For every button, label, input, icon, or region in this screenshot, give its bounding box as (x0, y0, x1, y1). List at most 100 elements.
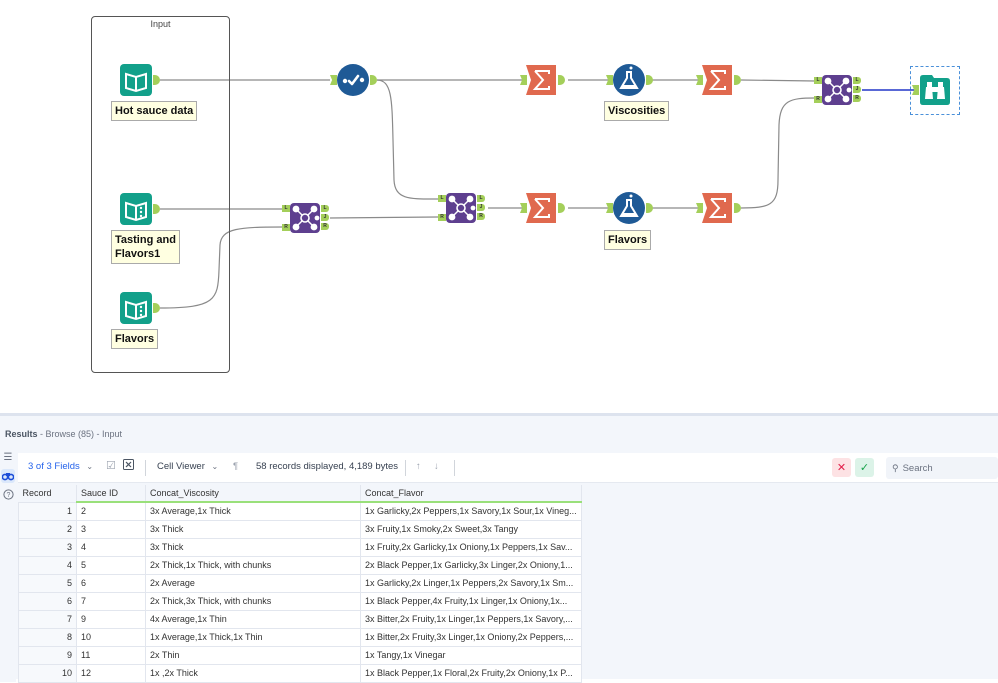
check-icon[interactable]: ✓ (855, 458, 874, 477)
join-join-output-anchor[interactable]: J (321, 214, 329, 221)
cell-concat-flavor[interactable]: 3x Bitter,2x Fruity,1x Linger,1x Peppers… (360, 609, 582, 629)
cell-record[interactable]: 10 (18, 663, 77, 683)
search-input[interactable]: ⚲Search (886, 457, 998, 479)
input-anchor[interactable] (330, 75, 337, 85)
join-right-output-anchor[interactable]: R (853, 95, 861, 102)
join-left-output-anchor[interactable]: L (853, 77, 861, 84)
input-container[interactable]: Input (91, 16, 230, 373)
output-anchor[interactable] (558, 203, 565, 213)
cell-record[interactable]: 7 (18, 609, 77, 629)
cell-sauce-id[interactable]: 4 (76, 537, 146, 557)
cell-concat-flavor[interactable]: 1x Tangy,1x Vinegar (360, 645, 582, 665)
column-header-record[interactable]: Record (18, 485, 77, 502)
deselect-all-icon[interactable] (123, 459, 134, 473)
join-tool-3[interactable] (822, 75, 852, 105)
join-left-input-anchor[interactable]: L (282, 205, 290, 212)
summarize-tool-2[interactable] (526, 193, 556, 223)
viscosities-formula-tool[interactable] (613, 64, 645, 96)
cell-concat-flavor[interactable]: 3x Fruity,1x Smoky,2x Sweet,3x Tangy (360, 519, 582, 539)
join-right-output-anchor[interactable]: R (477, 213, 485, 220)
flavors-input-tool[interactable] (120, 292, 152, 324)
cell-concat-viscosity[interactable]: 4x Average,1x Thin (145, 609, 361, 629)
output-anchor[interactable] (153, 303, 160, 313)
join-tool-2[interactable] (446, 193, 476, 223)
cell-concat-flavor[interactable]: 1x Fruity,2x Garlicky,1x Oniony,1x Peppe… (360, 537, 582, 557)
output-anchor[interactable] (370, 75, 377, 85)
pilcrow-icon[interactable]: ¶ (233, 461, 239, 472)
cell-concat-viscosity[interactable]: 3x Thick (145, 519, 361, 539)
cell-sauce-id[interactable]: 9 (76, 609, 146, 629)
summarize-tool-1[interactable] (526, 65, 556, 95)
cell-sauce-id[interactable]: 10 (76, 627, 146, 647)
cell-concat-viscosity[interactable]: 2x Thick,1x Thick, with chunks (145, 555, 361, 575)
workflow-canvas[interactable]: Input Hot sauce data Tasting and Flavors… (0, 0, 998, 413)
browse-tool[interactable] (920, 75, 950, 105)
join-right-output-anchor[interactable]: R (321, 223, 329, 230)
output-anchor[interactable] (734, 203, 741, 213)
cell-sauce-id[interactable]: 6 (76, 573, 146, 593)
close-icon[interactable]: ✕ (832, 458, 851, 477)
cell-record[interactable]: 2 (18, 519, 77, 539)
arrow-up-icon[interactable]: ↑ (416, 461, 421, 472)
cell-sauce-id[interactable]: 12 (76, 663, 146, 683)
output-anchor[interactable] (646, 203, 653, 213)
join-right-input-anchor[interactable]: R (282, 224, 290, 231)
input-anchor[interactable] (912, 85, 919, 95)
hot-sauce-input-tool[interactable] (120, 64, 152, 96)
cell-concat-flavor[interactable]: 1x Black Pepper,1x Floral,2x Fruity,2x O… (360, 663, 582, 683)
column-header-sauce-id[interactable]: Sauce ID (76, 485, 146, 503)
cell-record[interactable]: 9 (18, 645, 77, 665)
binoculars-icon[interactable] (1, 469, 15, 483)
join-join-output-anchor[interactable]: J (853, 86, 861, 93)
output-anchor[interactable] (153, 75, 160, 85)
cell-sauce-id[interactable]: 5 (76, 555, 146, 575)
cell-concat-viscosity[interactable]: 2x Average (145, 573, 361, 593)
help-icon[interactable]: ? (1, 488, 15, 502)
cell-concat-viscosity[interactable]: 3x Thick (145, 537, 361, 557)
join-tool-1[interactable] (290, 203, 320, 233)
arrow-down-icon[interactable]: ↓ (434, 461, 439, 472)
input-anchor[interactable] (520, 75, 527, 85)
join-join-output-anchor[interactable]: J (477, 204, 485, 211)
cell-viewer-dropdown[interactable]: Cell Viewer ⌄ (157, 461, 218, 472)
input-anchor[interactable] (696, 203, 703, 213)
cell-concat-flavor[interactable]: 1x Garlicky,2x Peppers,1x Savory,1x Sour… (360, 501, 582, 521)
summarize-tool-4[interactable] (702, 193, 732, 223)
flavors-formula-tool[interactable] (613, 192, 645, 224)
cell-concat-viscosity[interactable]: 1x ,2x Thick (145, 663, 361, 683)
join-left-input-anchor[interactable]: L (438, 195, 446, 202)
join-left-output-anchor[interactable]: L (321, 205, 329, 212)
cell-sauce-id[interactable]: 2 (76, 501, 146, 521)
column-header-concat-flavor[interactable]: Concat_Flavor (360, 485, 582, 503)
join-right-input-anchor[interactable]: R (814, 96, 822, 103)
select-tool[interactable] (337, 64, 369, 96)
cell-concat-flavor[interactable]: 1x Black Pepper,4x Fruity,1x Linger,1x O… (360, 591, 582, 611)
cell-record[interactable]: 5 (18, 573, 77, 593)
input-anchor[interactable] (520, 203, 527, 213)
output-anchor[interactable] (646, 75, 653, 85)
cell-concat-flavor[interactable]: 1x Garlicky,2x Linger,1x Peppers,2x Savo… (360, 573, 582, 593)
join-left-input-anchor[interactable]: L (814, 77, 822, 84)
join-left-output-anchor[interactable]: L (477, 195, 485, 202)
cell-record[interactable]: 4 (18, 555, 77, 575)
fields-dropdown[interactable]: 3 of 3 Fields ⌄ (28, 461, 93, 472)
list-icon[interactable]: ☰ (3, 452, 13, 463)
edit-checkbox-icon[interactable]: ☑ (106, 460, 116, 472)
cell-sauce-id[interactable]: 3 (76, 519, 146, 539)
cell-concat-viscosity[interactable]: 2x Thick,3x Thick, with chunks (145, 591, 361, 611)
input-anchor[interactable] (696, 75, 703, 85)
input-anchor[interactable] (606, 203, 613, 213)
cell-concat-viscosity[interactable]: 3x Average,1x Thick (145, 501, 361, 521)
cell-record[interactable]: 3 (18, 537, 77, 557)
tasting-flavors-input-tool[interactable] (120, 193, 152, 225)
cell-concat-flavor[interactable]: 2x Black Pepper,1x Garlicky,3x Linger,2x… (360, 555, 582, 575)
cell-concat-flavor[interactable]: 1x Bitter,2x Fruity,3x Linger,1x Oniony,… (360, 627, 582, 647)
